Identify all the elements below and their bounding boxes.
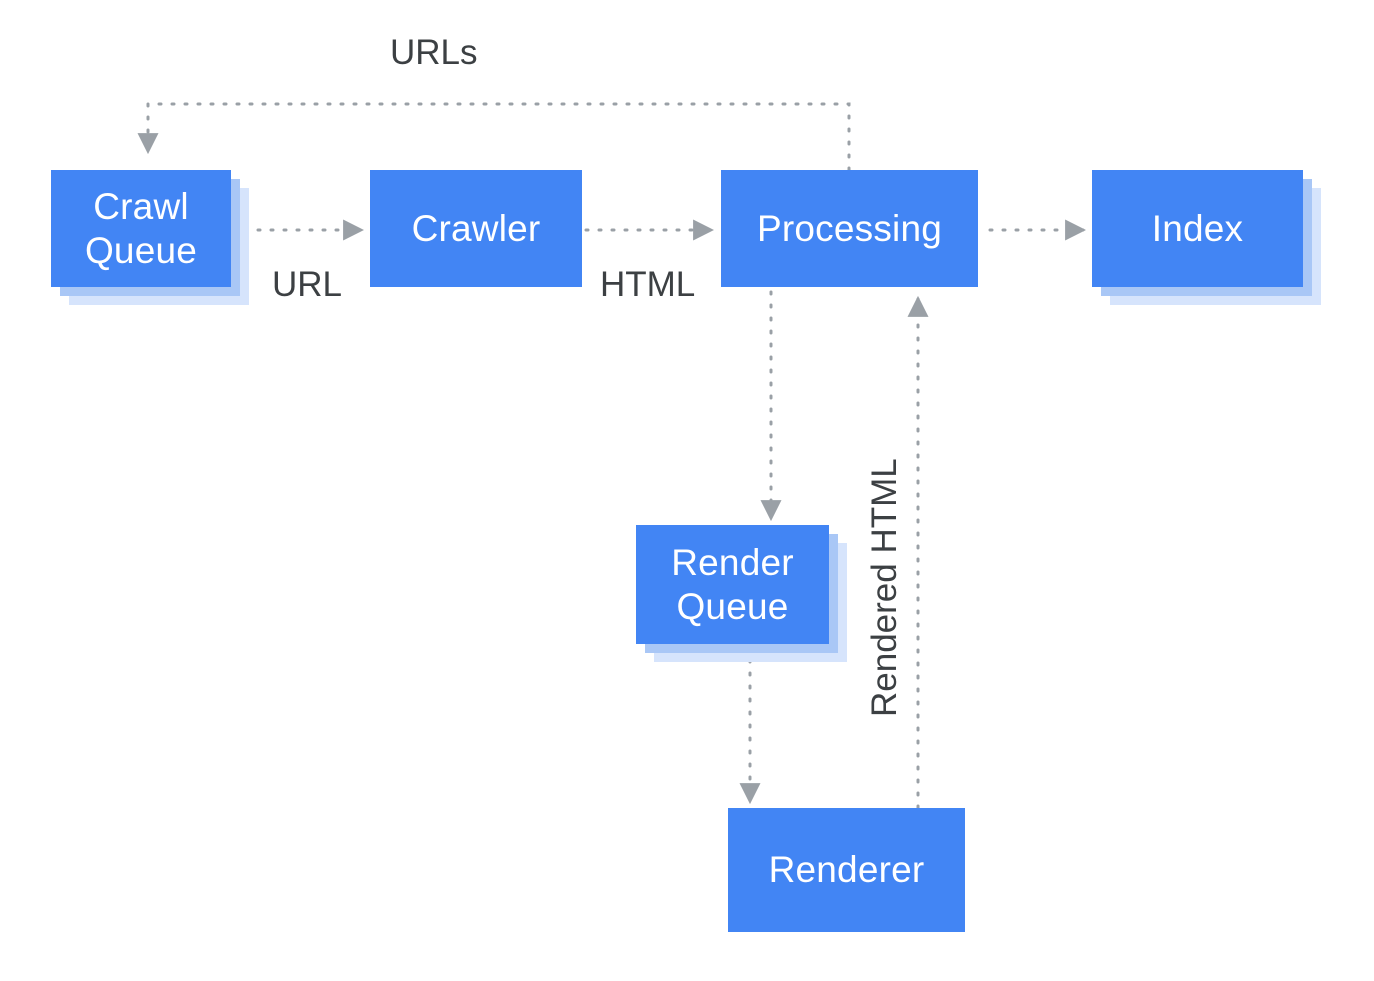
node-processing[interactable]: Processing bbox=[721, 170, 978, 287]
edge-label-urls: URLs bbox=[390, 33, 478, 72]
node-render-queue-line2: Queue bbox=[676, 585, 789, 627]
connector-urls bbox=[137, 102, 851, 172]
node-index[interactable]: Index bbox=[1092, 170, 1303, 287]
node-render-queue-line1: Render bbox=[671, 542, 794, 584]
edge-label-url: URL bbox=[272, 265, 343, 304]
edge-label-html: HTML bbox=[600, 265, 696, 304]
node-renderer-label: Renderer bbox=[768, 849, 925, 891]
node-crawler[interactable]: Crawler bbox=[370, 170, 582, 287]
node-crawl-queue-line2: Queue bbox=[84, 229, 198, 271]
node-crawl-queue[interactable]: Crawl Queue bbox=[51, 170, 231, 287]
node-renderer[interactable]: Renderer bbox=[728, 808, 965, 932]
node-crawler-label: Crawler bbox=[411, 207, 541, 249]
node-index-label: Index bbox=[1151, 207, 1244, 249]
node-processing-label: Processing bbox=[756, 207, 943, 249]
edge-label-rendered-html: Rendered HTML bbox=[865, 458, 904, 717]
node-render-queue[interactable]: Render Queue bbox=[636, 525, 829, 644]
node-crawl-queue-line1: Crawl bbox=[93, 186, 189, 228]
